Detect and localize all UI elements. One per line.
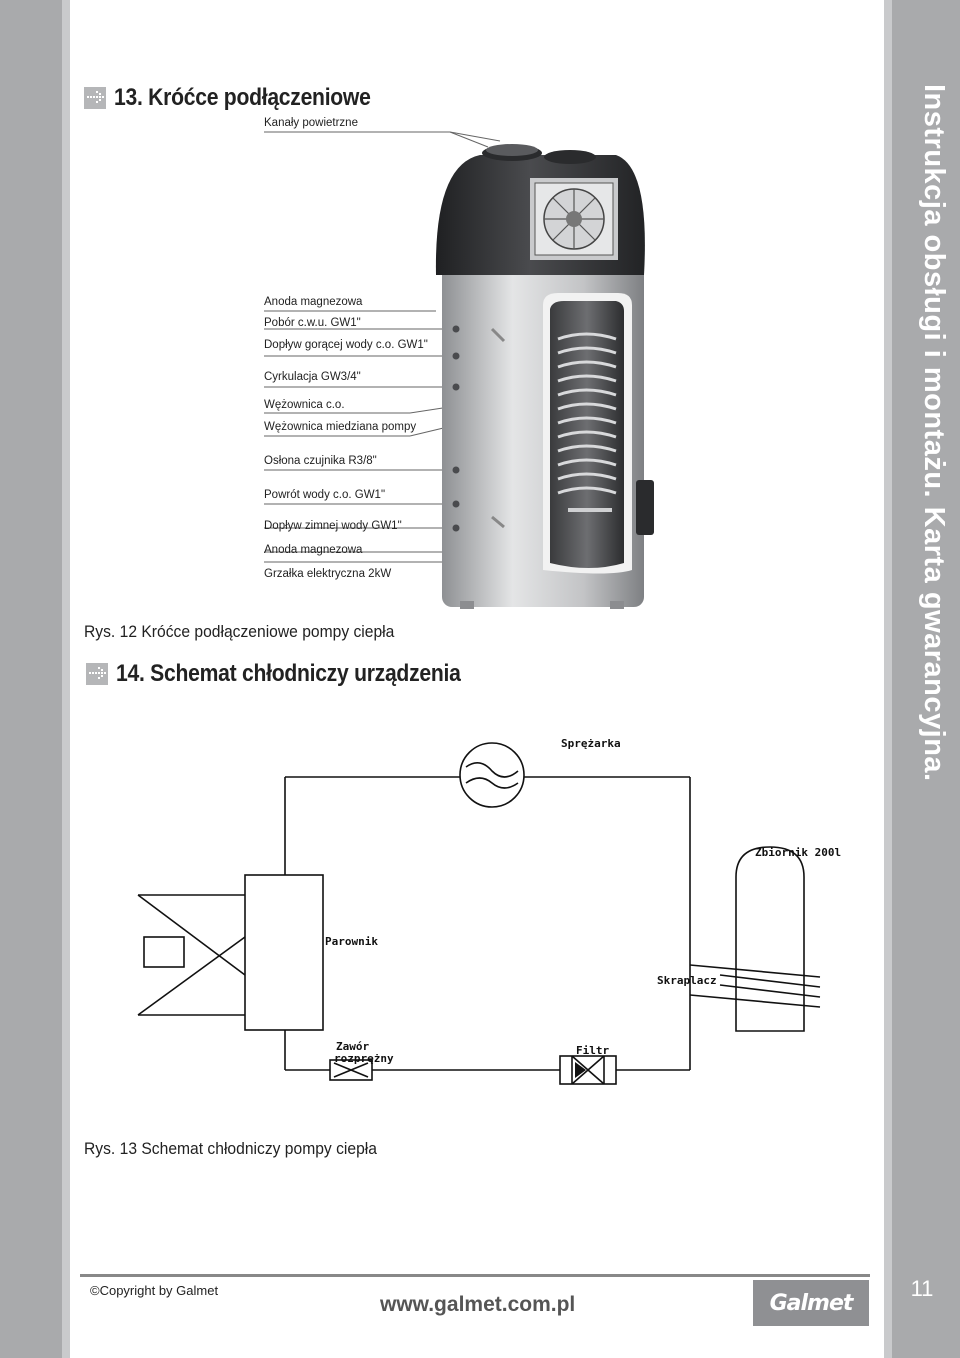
label-dhw-outlet: Pobór c.w.u. GW1" <box>264 317 361 329</box>
right-margin-band <box>884 0 960 1358</box>
section-14-heading: 14. Schemat chłodniczy urządzenia <box>86 660 508 688</box>
section-14-title: 14. Schemat chłodniczy urządzenia <box>116 660 461 687</box>
label-filter: Filtr <box>576 1044 610 1057</box>
section-13-title: 13. Króćce podłączeniowe <box>114 84 371 111</box>
logo-wordmark: Galmet <box>769 1290 854 1316</box>
label-circulation: Cyrkulacja GW3/4" <box>264 371 361 383</box>
label-electric-heater: Grzałka elektryczna 2kW <box>264 568 392 580</box>
galmet-logo: Galmet <box>753 1280 869 1326</box>
label-expansion-valve-line2: rozprężny <box>334 1052 394 1065</box>
left-margin-edge <box>62 0 70 1358</box>
label-evaporator: Parownik <box>325 935 378 948</box>
label-magnesium-anode-bottom: Anoda magnezowa <box>264 544 363 556</box>
arrow-bullet-icon <box>86 663 108 685</box>
label-heating-coil: Wężownica c.o. <box>264 399 345 411</box>
label-heating-return: Powrót wody c.o. GW1" <box>264 489 386 501</box>
page-number: 11 <box>910 1276 934 1301</box>
label-hot-water-inlet: Dopływ gorącej wody c.o. GW1" <box>264 339 428 351</box>
label-magnesium-anode-top: Anoda magnezowa <box>264 296 363 308</box>
heat-pump-illustration <box>264 131 654 609</box>
vertical-title-text: Instrukcja obsługi i montażu. Karta gwar… <box>918 84 950 782</box>
figure-12-caption: Rys. 12 Króćce podłączeniowe pompy ciepł… <box>84 622 395 641</box>
label-expansion-valve-line1: Zawór <box>336 1040 370 1053</box>
label-compressor: Sprężarka <box>561 737 621 750</box>
footer-divider <box>80 1274 870 1277</box>
section-13-heading: 13. Króćce podłączeniowe <box>84 84 406 112</box>
copyright-notice: ©Copyright by Galmet <box>90 1283 219 1298</box>
label-condenser: Skraplacz <box>657 974 717 987</box>
right-margin-edge <box>884 0 892 1358</box>
label-copper-coil: Wężownica miedziana pompy <box>264 421 417 433</box>
website-url: www.galmet.com.pl <box>380 1293 576 1316</box>
left-margin-band <box>0 0 70 1358</box>
figure-13-caption: Rys. 13 Schemat chłodniczy pompy ciepła <box>84 1139 377 1158</box>
label-sensor-sleeve: Osłona czujnika R3/8" <box>264 455 377 467</box>
arrow-bullet-icon <box>84 87 106 109</box>
vertical-document-title: Instrukcja obsługi i montażu. Karta gwar… <box>896 84 956 804</box>
label-air-channels: Kanały powietrzne <box>264 117 358 129</box>
label-cold-water-inlet: Dopływ zimnej wody GW1" <box>264 520 402 532</box>
label-tank: Zbiornik 200l <box>755 846 842 859</box>
refrigeration-schematic <box>137 742 821 1085</box>
